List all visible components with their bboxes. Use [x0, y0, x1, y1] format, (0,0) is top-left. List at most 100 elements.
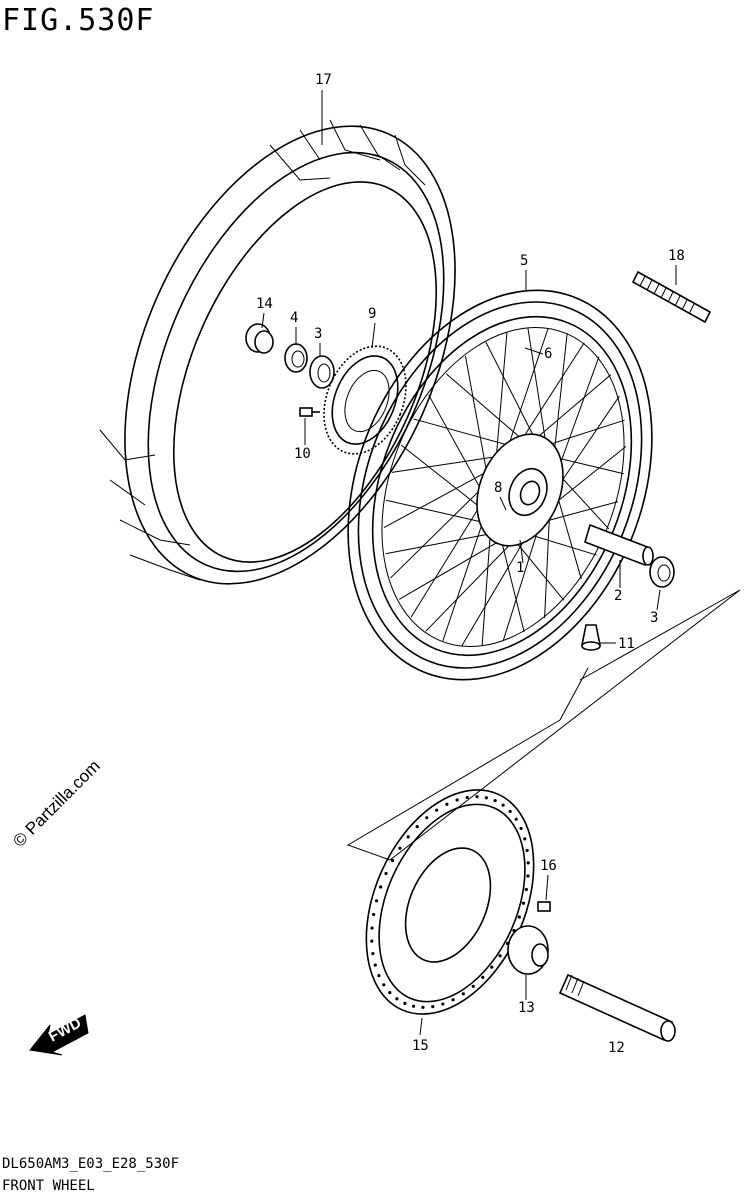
- callout-hub-bolt[interactable]: 8: [494, 480, 502, 496]
- rim: [347, 289, 653, 681]
- disc-hole: [461, 992, 465, 996]
- disc-hole: [465, 795, 469, 800]
- figure-name: FRONT WHEEL: [2, 1178, 95, 1194]
- disc-hole: [484, 796, 489, 800]
- spoke: [386, 499, 496, 526]
- disc-hole: [498, 954, 502, 958]
- disc-hole: [519, 826, 523, 831]
- disc-hole: [481, 975, 485, 979]
- callout-oil-seal[interactable]: 4: [290, 310, 298, 326]
- disc-hole: [525, 848, 529, 853]
- disc-hole: [421, 1005, 425, 1009]
- fwd-arrow-icon: FWD: [29, 1014, 89, 1056]
- callout-spacer[interactable]: 14: [256, 296, 273, 312]
- figure-title: FIG.530F: [2, 3, 155, 38]
- disc-hole: [406, 835, 410, 839]
- spoke: [481, 518, 492, 647]
- disc-hole: [390, 858, 395, 863]
- disc-hole: [372, 912, 376, 917]
- disc-hole: [441, 1002, 445, 1006]
- disc-hole: [475, 795, 479, 799]
- callout-valve[interactable]: 11: [618, 636, 635, 652]
- callout-brake-disc[interactable]: 15: [412, 1038, 429, 1054]
- disc-hole: [524, 887, 528, 892]
- disc-hole: [445, 802, 449, 806]
- brake-disc: [365, 789, 535, 1015]
- callout-disc-bolt[interactable]: 16: [540, 858, 557, 874]
- spoke: [494, 332, 508, 473]
- spoke: [410, 491, 489, 618]
- callout-leader-spoke-set: [524, 347, 544, 355]
- disc-hole: [455, 798, 459, 802]
- watermark: © Partzilla.com: [9, 756, 103, 850]
- callout-bolt[interactable]: 10: [294, 446, 311, 462]
- callout-collar[interactable]: 13: [518, 1000, 535, 1016]
- callout-spoke-set[interactable]: 6: [544, 346, 552, 362]
- disc-hole: [374, 899, 379, 903]
- disc-hole: [370, 939, 374, 943]
- disc-hole: [521, 901, 526, 905]
- callout-rim[interactable]: 5: [520, 253, 528, 269]
- spoke: [391, 454, 511, 473]
- spoke: [502, 327, 549, 461]
- callout-bearing-right[interactable]: 3: [650, 610, 658, 626]
- callout-leader-sensor-ring: [371, 322, 376, 349]
- disc-hole: [395, 997, 399, 1001]
- disc-hole: [526, 861, 530, 865]
- spacer: [245, 323, 274, 354]
- callout-leader-brake-disc: [419, 1017, 423, 1036]
- axle-spacer: [584, 523, 654, 567]
- disc-hole: [371, 951, 375, 956]
- callout-leader-hub-bolt: [499, 496, 507, 511]
- spoke: [413, 418, 522, 450]
- collar: [507, 925, 549, 975]
- callout-bearing-left[interactable]: 3: [314, 326, 322, 342]
- disc-hole: [384, 871, 388, 876]
- disc-hole: [435, 808, 439, 812]
- sensor-ring: [323, 345, 407, 455]
- disc-hole: [370, 926, 374, 930]
- bearing-left: [309, 355, 335, 389]
- disc-hole: [514, 817, 518, 821]
- bolt: [299, 407, 320, 417]
- callout-tire[interactable]: 17: [315, 72, 332, 88]
- spoke: [445, 373, 533, 449]
- spoke: [383, 464, 501, 529]
- callout-sensor-ring[interactable]: 9: [368, 306, 376, 322]
- spoke-set: [383, 327, 627, 647]
- callout-leader-hub: [519, 539, 524, 564]
- axle: [558, 973, 676, 1042]
- callout-axle[interactable]: 12: [608, 1040, 625, 1056]
- disc-hole: [379, 885, 383, 889]
- disc-hole: [415, 825, 419, 829]
- guide-lines: [346, 589, 741, 861]
- callout-leader-spacer: [261, 312, 265, 329]
- callout-leader-bearing-right: [656, 589, 661, 611]
- spoke: [442, 506, 489, 642]
- disc-bolt: [537, 901, 551, 912]
- disc-hole: [490, 965, 494, 969]
- disc-hole: [388, 990, 392, 995]
- figure-code: DL650AM3_E03_E28_530F: [2, 1156, 179, 1172]
- disc-hole: [377, 973, 381, 978]
- spoke: [464, 355, 490, 488]
- disc-hole: [403, 1001, 407, 1006]
- disc-hole: [382, 983, 386, 987]
- hub: [476, 433, 564, 547]
- spoke: [428, 394, 489, 503]
- disc-hole: [373, 963, 377, 967]
- spoke: [385, 530, 505, 555]
- callout-axle-spacer[interactable]: 2: [614, 588, 622, 604]
- disc-hole: [517, 915, 521, 919]
- callout-hub[interactable]: 1: [516, 560, 524, 576]
- disc-hole: [526, 874, 530, 878]
- disc-hole: [425, 816, 429, 820]
- valve: [581, 624, 601, 651]
- disc-hole: [508, 809, 512, 814]
- callout-balancer-weights[interactable]: 18: [668, 248, 685, 264]
- disc-hole: [523, 837, 527, 841]
- disc-hole: [431, 1004, 435, 1009]
- spoke: [400, 444, 491, 516]
